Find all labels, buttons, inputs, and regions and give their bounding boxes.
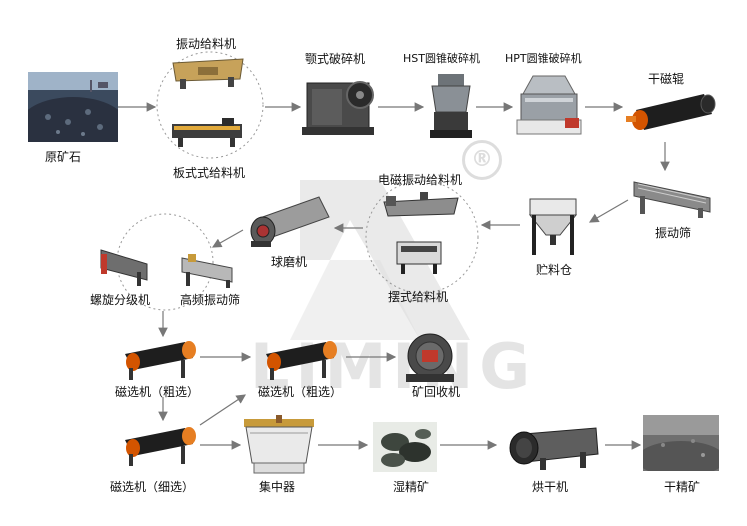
ball-mill-label: 球磨机 — [271, 255, 308, 269]
hpt-cone-crusher-label: HPT圆锥破碎机 — [505, 52, 582, 65]
dry-magnetic-roll-label: 干磁辊 — [648, 72, 685, 86]
dry-magnetic-roll-image — [626, 94, 716, 130]
hf-screen-image — [181, 254, 233, 288]
storage-bin-image — [528, 198, 578, 255]
ore-recovery-machine-image — [406, 333, 454, 382]
magnetic-separator-rough-1-image — [125, 341, 196, 380]
wet-concentrate-image — [373, 422, 437, 472]
arrow-screen-to-bin — [588, 199, 629, 223]
magnetic-separator-rough-2-image — [266, 341, 337, 380]
spiral-classifier-image — [100, 249, 148, 286]
storage-bin-label: 贮料仓 — [536, 263, 573, 277]
vibrating-screen-image — [633, 181, 711, 218]
arrow-mill-to-classifier — [211, 229, 244, 248]
dryer-label: 烘干机 — [532, 480, 569, 494]
raw-ore-label: 原矿石 — [45, 150, 82, 164]
swing-feeder-label: 摆式给料机 — [388, 290, 449, 304]
jaw-crusher-label: 颚式破碎机 — [305, 52, 366, 66]
vibrating-feeder-label: 振动给料机 — [176, 37, 237, 51]
magnetic-separator-fine-image — [125, 427, 196, 466]
vibrating-screen-label: 振动筛 — [655, 226, 692, 240]
concentrator-image — [244, 415, 314, 474]
swing-feeder-image — [396, 241, 442, 274]
dryer-image — [509, 427, 599, 470]
hst-cone-crusher-label: HST圆锥破碎机 — [403, 52, 480, 65]
concentrator-label: 集中器 — [259, 480, 296, 494]
vibrating-feeder-image — [172, 58, 244, 89]
jaw-crusher-image — [302, 81, 374, 135]
ball-mill-image — [250, 196, 330, 247]
hf-screen-label: 高频振动筛 — [180, 293, 241, 307]
apron-feeder-image — [172, 118, 242, 147]
wet-concentrate-label: 湿精矿 — [393, 480, 430, 494]
magnetic-separator-rough-1-label: 磁选机（粗选） — [115, 385, 200, 399]
em-vibrating-feeder-label: 电磁振动给料机 — [378, 173, 463, 187]
arrow-fine-to-magsep2 — [199, 394, 246, 426]
ore-recovery-label: 矿回收机 — [412, 385, 461, 399]
magnetic-separator-rough-2-label: 磁选机（粗选） — [258, 385, 343, 399]
dry-concentrate-image — [643, 415, 719, 471]
magnetic-separator-fine-label: 磁选机（细选） — [110, 480, 195, 494]
em-feeder-group-circle — [365, 180, 479, 294]
hst-cone-crusher-image — [430, 74, 472, 138]
feeder-group-circle — [156, 51, 264, 159]
spiral-classifier-label: 螺旋分级机 — [90, 293, 151, 307]
dry-concentrate-label: 干精矿 — [664, 480, 701, 494]
apron-feeder-label: 板式式给料机 — [173, 166, 246, 180]
registered-mark-icon: ® — [462, 140, 502, 180]
watermark-brand-text: LIMING — [250, 330, 537, 403]
hpt-cone-crusher-image — [516, 75, 582, 135]
raw-ore-image — [28, 72, 118, 142]
em-vibrating-feeder-image — [383, 192, 459, 217]
